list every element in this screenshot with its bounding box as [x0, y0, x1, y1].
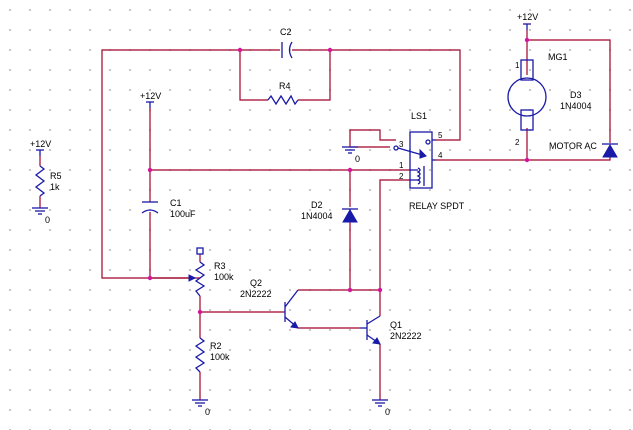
- relay-pin5-label: 5: [438, 131, 443, 140]
- junction-dot: [524, 157, 530, 163]
- transistor-q2: Q2 2N2222: [240, 278, 299, 329]
- r2-value: 100k: [210, 352, 230, 362]
- mg1-pin1-label: 1: [515, 61, 520, 70]
- mg1-pin2-label: 2: [515, 138, 520, 147]
- vcc-label: +12V: [30, 139, 51, 149]
- r3-value: 100k: [214, 272, 234, 282]
- r5-ref: R5: [50, 171, 62, 181]
- ground-label: 0: [45, 215, 50, 225]
- r3-ref: R3: [214, 261, 226, 271]
- relay-pin3-label: 3: [399, 140, 404, 149]
- ls1-ref: LS1: [411, 111, 427, 121]
- relay-ls1: 3 5 4 1 2 LS1 RELAY SPDT: [393, 111, 465, 211]
- c1-ref: C1: [170, 198, 182, 208]
- junction-dot: [347, 287, 353, 293]
- wire-feedback-loop: [101, 49, 240, 279]
- transistor-q1: Q1 2N2222: [360, 315, 422, 345]
- d2-value: 1N4004: [301, 211, 333, 221]
- ground-q1: 0: [372, 399, 390, 417]
- vcc-label: +12V: [517, 12, 538, 22]
- junction-dot: [197, 309, 203, 315]
- junction-dot: [147, 167, 153, 173]
- wire-motor-d3-bottom: [527, 157, 611, 161]
- d3-ref: D3: [570, 90, 582, 100]
- r5-value: 1k: [50, 182, 60, 192]
- d3-value: 1N4004: [560, 101, 592, 111]
- r4-ref: R4: [279, 81, 291, 91]
- resistor-r5: R5 1k: [34, 165, 62, 197]
- junction-dot: [377, 287, 383, 293]
- mg1-desc: MOTOR AC: [549, 141, 597, 151]
- supply-c1: +12V: [140, 91, 161, 108]
- vcc-label: +12V: [140, 91, 161, 101]
- wire-d3-top: [527, 39, 611, 143]
- q1-ref: Q1: [390, 320, 402, 330]
- diode-d3: D3 1N4004: [560, 90, 618, 158]
- ground-r2: 0: [192, 399, 210, 417]
- c1-value: 100uF: [170, 209, 196, 219]
- supply-motor: +12V: [517, 12, 538, 30]
- resistor-r4: R4: [267, 81, 299, 106]
- r2-ref: R2: [210, 341, 222, 351]
- junction-dot: [524, 37, 530, 43]
- d2-ref: D2: [311, 200, 323, 210]
- q2-ref: Q2: [250, 278, 262, 288]
- relay-pin1-label: 1: [399, 161, 404, 170]
- junction-dot: [237, 47, 243, 53]
- relay-pin4-label: 4: [438, 151, 443, 160]
- capacitor-c1: C1 100uF: [141, 198, 196, 219]
- wires: [39, 30, 611, 400]
- junction-dot: [347, 167, 353, 173]
- junction-dot: [147, 275, 153, 281]
- ls1-desc: RELAY SPDT: [409, 201, 465, 211]
- c2-ref: C2: [280, 27, 292, 37]
- ground-label: 0: [355, 154, 360, 164]
- ground-label: 0: [205, 407, 210, 417]
- resistor-r2: R2 100k: [194, 337, 230, 373]
- ground-label: 0: [385, 407, 390, 417]
- capacitor-c2: C2: [280, 27, 293, 59]
- q1-value: 2N2222: [390, 331, 422, 341]
- wire-relay-pin3: [349, 129, 396, 148]
- wire-to-relay-pin5: [330, 49, 461, 141]
- ground-relay: 0: [342, 146, 360, 164]
- wire-r4-right: [298, 50, 331, 101]
- ground-r5: 0: [32, 207, 50, 225]
- potentiometer-r3: R3 100k: [188, 247, 234, 297]
- junction-dot: [327, 47, 333, 53]
- relay-pin2-label: 2: [399, 172, 404, 181]
- wire-relay-pin2: [379, 179, 410, 290]
- q2-value: 2N2222: [240, 289, 272, 299]
- mg1-ref: MG1: [548, 52, 568, 62]
- junctions: [147, 37, 530, 315]
- wire-r4-left: [239, 50, 268, 101]
- supply-r5: +12V: [30, 139, 51, 156]
- motor-mg1: 1 2 MG1 MOTOR AC: [507, 52, 597, 151]
- diode-d2: D2 1N4004: [301, 200, 358, 223]
